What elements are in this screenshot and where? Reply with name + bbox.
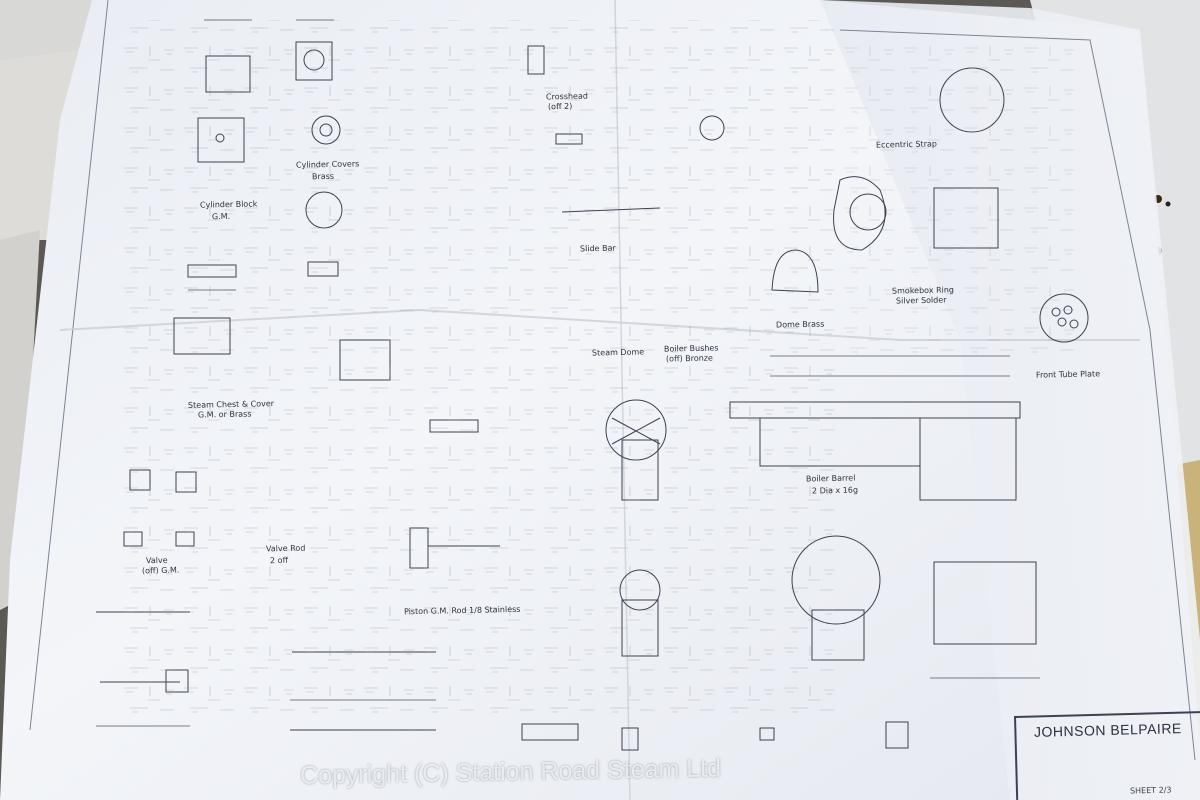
- label-smokebox-ring-material: Silver Solder: [895, 295, 947, 306]
- label-eccentric-strap: Eccentric Strap: [875, 139, 938, 150]
- label-slide-bar: Slide Bar: [579, 243, 616, 254]
- label-boiler-bushes-material: (off) Bronze: [665, 353, 713, 364]
- label-crosshead-qty: (off 2): [547, 101, 573, 112]
- label-valve-rod: Valve Rod: [265, 543, 306, 554]
- label-steam-chest-material: G.M. or Brass: [197, 409, 252, 420]
- label-cylinder-block: Cylinder Block: [199, 199, 258, 210]
- annotation-scribbles-right: [840, 40, 1080, 360]
- label-front-tube-plate: Front Tube Plate: [1035, 369, 1101, 380]
- label-dome-brass: Dome Brass: [775, 319, 825, 330]
- label-valve-qty: (off) G.M.: [141, 565, 180, 576]
- label-valve: Valve: [145, 555, 168, 566]
- dimension-lines: [96, 19, 1040, 727]
- label-boiler-bushes: Boiler Bushes: [663, 343, 719, 354]
- border-right: [839, 29, 1196, 761]
- backdrop-sheet-left-lower: [0, 230, 40, 610]
- label-cylinder-block-material: G.M.: [211, 211, 231, 222]
- label-smokebox-ring: Smokebox Ring: [891, 285, 955, 296]
- border-left: [29, 0, 109, 731]
- label-crosshead: Crosshead: [545, 91, 588, 102]
- label-boiler-barrel-size: 2 Dia x 16g: [811, 485, 859, 496]
- label-cylinder-covers: Cylinder Covers: [295, 159, 360, 170]
- annotation-scribbles: [120, 20, 840, 720]
- label-steam-chest-cover: Steam Chest & Cover: [187, 399, 275, 410]
- label-steam-dome: Steam Dome: [591, 347, 645, 358]
- label-valve-rod-qty: 2 off: [269, 555, 289, 566]
- label-boiler-barrel: Boiler Barrel: [805, 473, 856, 484]
- sheet-number: SHEET 2/3: [1129, 785, 1172, 796]
- label-cylinder-covers-material: Brass: [311, 171, 335, 182]
